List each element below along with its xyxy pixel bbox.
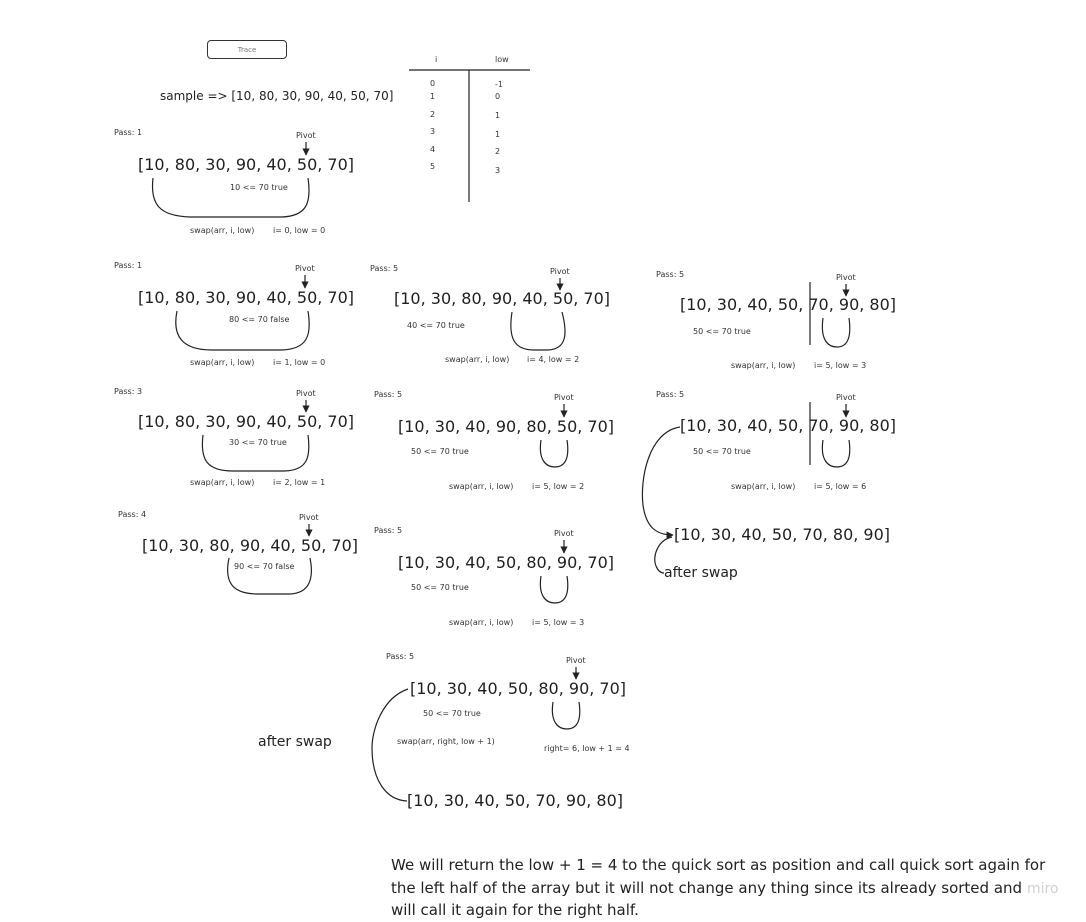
array-state: [10, 30, 40, 50, 80, 90, 70] [410,679,627,698]
table-header-i: i [435,55,438,64]
array-state: [10, 30, 40, 50, 70, 90, 80] [680,416,897,435]
after-swap-arrow [371,688,409,802]
pass-label: Pass: 5 [374,526,403,535]
swap-call: swap(arr, i, low) [190,478,255,487]
table-header-low: low [495,55,509,64]
pivot-label: Pivot [296,131,316,140]
array-state: [10, 80, 30, 90, 40, 50, 70] [138,412,355,431]
swap-loop [227,557,312,595]
pass-label: Pass: 1 [114,261,143,270]
pivot-label: Pivot [295,264,315,273]
array-state: [10, 80, 30, 90, 40, 50, 70] [138,288,355,307]
swap-loop [201,434,310,472]
index-state: i= 1, low = 0 [273,358,326,367]
index-state: i= 2, low = 1 [273,478,326,487]
table-cell-low: 3 [495,166,501,175]
table-cell-low: 1 [495,130,501,139]
swap-call: swap(arr, i, low) [449,482,514,491]
swap-loop [510,311,566,351]
array-state: [10, 30, 40, 90, 80, 50, 70] [398,417,615,436]
pivot-label: Pivot [296,389,316,398]
pass-label: Pass: 5 [374,390,403,399]
after-swap-arrow [641,426,681,539]
pass-label: Pass: 5 [370,264,399,273]
swap-call: swap(arr, i, low) [190,358,255,367]
after-swap-label: after swap [258,734,332,750]
comparison-note: 50 <= 70 true [693,447,751,456]
index-state: i= 5, low = 2 [532,482,585,491]
comparison-note: 40 <= 70 true [407,321,465,330]
trace-button[interactable]: Trace [207,40,287,59]
comparison-note: 50 <= 70 true [693,327,751,336]
pass-label: Pass: 4 [118,510,147,519]
table-cell-i: 3 [430,127,436,136]
comparison-note: 90 <= 70 false [234,562,295,571]
table-cell-low: 0 [495,92,501,101]
pivot-label: Pivot [550,267,570,276]
pass-label: Pass: 5 [386,652,415,661]
pivot-label: Pivot [554,529,574,538]
table-cell-low: 2 [495,147,501,156]
pivot-label: Pivot [566,656,586,665]
swap-call: swap(arr, i, low) [190,226,255,235]
comparison-note: 10 <= 70 true [230,183,288,192]
pivot-label: Pivot [554,393,574,402]
array-state: [10, 30, 80, 90, 40, 50, 70] [394,289,611,308]
result-array: [10, 30, 40, 50, 70, 90, 80] [407,791,624,810]
pivot-label: Pivot [836,273,856,282]
index-state: i= 0, low = 0 [273,226,326,235]
index-state: right= 6, low + 1 = 4 [544,744,630,753]
sample-array: sample => [10, 80, 30, 90, 40, 50, 70] [160,89,394,103]
swap-loop [539,575,569,604]
index-state: i= 4, low = 2 [527,355,580,364]
pass-label: Pass: 5 [656,390,685,399]
table-cell-i: 0 [430,79,436,88]
comparison-note: 50 <= 70 true [411,583,469,592]
table-cell-low: -1 [495,80,503,89]
swap-loop [151,177,310,218]
comparison-note: 30 <= 70 true [229,438,287,447]
pivot-label: Pivot [836,393,856,402]
index-state: i= 5, low = 6 [814,482,867,491]
table-cell-i: 4 [430,145,436,154]
miro-watermark: miro [1027,881,1059,897]
comparison-note: 50 <= 70 true [423,709,481,718]
swap-loop [539,439,569,468]
pivot-label: Pivot [299,513,319,522]
swap-call: swap(arr, i, low) [731,361,796,370]
table-cell-i: 1 [430,92,436,101]
swap-loop [821,317,851,348]
swap-call: swap(arr, i, low) [731,482,796,491]
array-state: [10, 30, 40, 50, 70, 90, 80] [680,295,897,314]
array-state: [10, 80, 30, 90, 40, 50, 70] [138,155,355,174]
explanation-note: We will return the low + 1 = 4 to the qu… [391,856,1046,919]
swap-loop [175,310,310,351]
pass-label: Pass: 5 [656,270,685,279]
swap-loop [551,701,581,730]
array-state: [10, 30, 80, 90, 40, 50, 70] [142,536,359,555]
after-swap-label: after swap [664,565,738,581]
index-state: i= 5, low = 3 [814,361,867,370]
table-cell-i: 5 [430,162,436,171]
table-cell-i: 2 [430,110,436,119]
swap-call: swap(arr, right, low + 1) [397,737,495,746]
swap-call: swap(arr, i, low) [445,355,510,364]
swap-call: swap(arr, i, low) [449,618,514,627]
pass-label: Pass: 3 [114,387,143,396]
pass-label: Pass: 1 [114,128,143,137]
comparison-note: 50 <= 70 true [411,447,469,456]
index-state: i= 5, low = 3 [532,618,585,627]
table-cell-low: 1 [495,111,501,120]
after-swap-arrow [654,536,673,574]
sorted-result: [10, 30, 40, 50, 70, 80, 90] [674,525,891,544]
comparison-note: 80 <= 70 false [229,315,290,324]
swap-loop [821,439,851,468]
array-state: [10, 30, 40, 50, 80, 90, 70] [398,553,615,572]
